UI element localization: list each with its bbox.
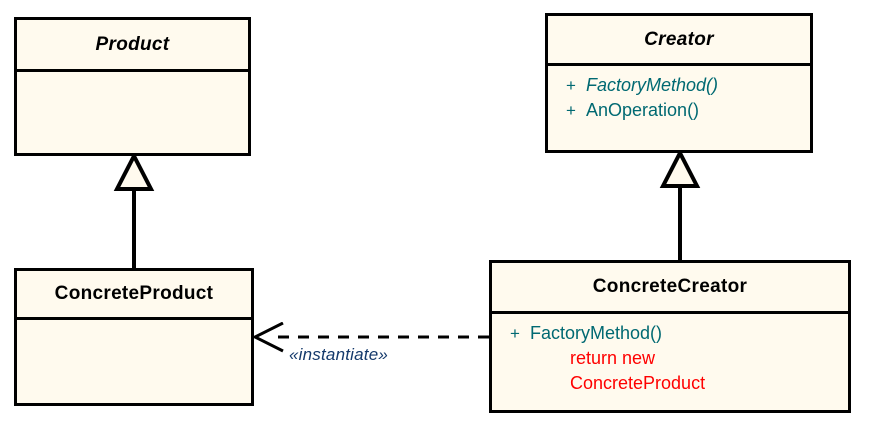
class-header-concreteproduct: ConcreteProduct — [17, 271, 251, 320]
class-box-product[interactable]: Product — [14, 17, 251, 156]
member-visibility: + — [566, 76, 576, 95]
generalization-arrow-icon — [113, 151, 155, 271]
member-row: + FactoryMethod() — [492, 321, 848, 346]
member-signature: FactoryMethod() — [586, 75, 719, 95]
generalization-concretecreator-to-creator — [656, 148, 704, 263]
class-box-concreteproduct[interactable]: ConcreteProduct — [14, 268, 254, 406]
dependency-stereotype-label: «instantiate» — [289, 345, 389, 364]
member-row: + FactoryMethod() — [548, 73, 810, 98]
class-header-creator: Creator — [548, 16, 810, 66]
class-box-creator[interactable]: Creator + FactoryMethod() + AnOperation(… — [545, 13, 813, 153]
member-row: + AnOperation() — [548, 98, 810, 123]
class-members-creator: + FactoryMethod() + AnOperation() — [548, 66, 810, 150]
member-signature: AnOperation() — [586, 100, 700, 120]
member-visibility: + — [566, 101, 576, 120]
generalization-concreteproduct-to-product — [110, 151, 158, 271]
class-name-creator: Creator — [644, 28, 714, 50]
class-box-concretecreator[interactable]: ConcreteCreator + FactoryMethod() return… — [489, 260, 851, 413]
class-header-product: Product — [17, 20, 248, 72]
class-members-concreteproduct — [17, 320, 251, 403]
class-name-product: Product — [95, 33, 170, 55]
member-visibility: + — [510, 324, 520, 343]
class-name-concretecreator: ConcreteCreator — [592, 276, 748, 297]
generalization-arrow-icon — [659, 148, 701, 263]
member-note-line: return new — [570, 348, 656, 368]
member-signature: FactoryMethod() — [530, 323, 663, 343]
dependency-dashed-arrow-icon — [251, 322, 494, 353]
member-note-line: ConcreteProduct — [570, 373, 706, 393]
dependency-concretecreator-to-concreteproduct — [250, 322, 494, 354]
class-name-concreteproduct: ConcreteProduct — [54, 283, 214, 304]
class-header-concretecreator: ConcreteCreator — [492, 263, 848, 314]
class-members-product — [17, 72, 248, 153]
class-members-concretecreator: + FactoryMethod() return new ConcretePro… — [492, 314, 848, 410]
